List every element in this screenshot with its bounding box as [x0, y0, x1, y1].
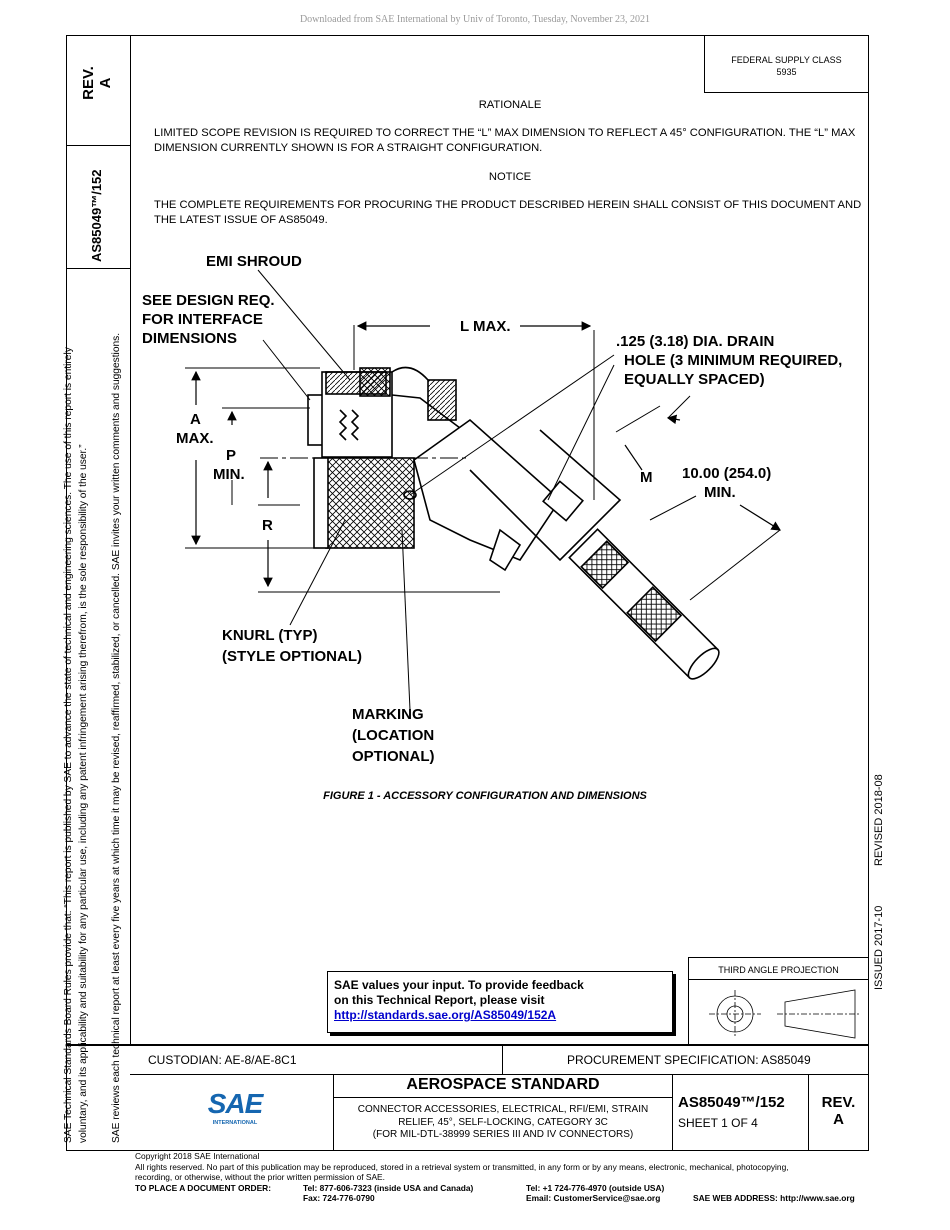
federal-supply-label: FEDERAL SUPPLY CLASS	[731, 55, 842, 65]
label-knurl-2: (STYLE OPTIONAL)	[222, 648, 362, 665]
standard-title: AEROSPACE STANDARD	[406, 1076, 600, 1093]
knurl-band	[325, 457, 415, 549]
label-p: P	[226, 447, 236, 464]
rules-line-2: voluntary, and its applicability and sui…	[77, 444, 89, 1143]
footer-tel-usa: Tel: 877-606-7323 (inside USA and Canada…	[303, 1182, 474, 1193]
label-design-req-3: DIMENSIONS	[142, 330, 237, 347]
footer-order-label: TO PLACE A DOCUMENT ORDER:	[135, 1182, 272, 1193]
standard-desc-1: CONNECTOR ACCESSORIES, ELECTRICAL, RFI/E…	[357, 1104, 649, 1115]
side-rev-value: A	[97, 77, 114, 89]
docno-box-divider	[66, 268, 130, 269]
feedback-line-1: SAE values your input. To provide feedba…	[334, 978, 584, 992]
accessory-drawing: EMI SHROUD SEE DESIGN REQ. FOR INTERFACE…	[142, 253, 842, 765]
title-rev-value: A	[833, 1111, 844, 1128]
title-rev-label: REV.	[821, 1094, 856, 1111]
sae-logo-sub: INTERNATIONAL	[212, 1120, 258, 1126]
sae-logo-text: SAE	[207, 1088, 264, 1119]
feedback-line-2: on this Technical Report, please visit	[334, 993, 545, 1007]
footer-copyright: Copyright 2018 SAE International	[135, 1151, 260, 1161]
notice-heading: NOTICE	[488, 171, 532, 183]
label-knurl-1: KNURL (TYP)	[222, 627, 318, 644]
standard-desc-2: RELIEF, 45°, SELF-LOCKING, CATEGORY 3C	[398, 1116, 608, 1128]
label-length-2: MIN.	[704, 484, 736, 501]
label-marking-2: (LOCATION	[352, 727, 434, 744]
footer-tel-outside: Tel: +1 724-776-4970 (outside USA)	[526, 1182, 665, 1193]
revised-date: REVISED 2018-08	[873, 774, 885, 866]
rationale-text: LIMITED SCOPE REVISION IS REQUIRED TO CO…	[154, 127, 856, 154]
footer-web: SAE WEB ADDRESS: http://www.sae.org	[693, 1192, 855, 1203]
rev-box-divider	[66, 145, 130, 146]
label-length-1: 10.00 (254.0)	[682, 465, 771, 482]
footer-rights-1: All rights reserved. No part of this pub…	[135, 1161, 789, 1172]
sae-logo: SAE INTERNATIONAL	[200, 1088, 270, 1126]
label-r: R	[262, 517, 273, 534]
label-drain-3: EQUALLY SPACED)	[624, 371, 765, 388]
label-design-req-1: SEE DESIGN REQ.	[142, 292, 275, 309]
feedback-box: SAE values your input. To provide feedba…	[327, 971, 673, 1033]
title-rev: REV. A	[808, 1094, 869, 1128]
label-marking-1: MARKING	[352, 706, 424, 723]
standard-desc-3: (FOR MIL-DTL-38999 SERIES III AND IV CON…	[372, 1129, 634, 1140]
label-m: M	[640, 469, 653, 486]
title-block-row-2: SAE INTERNATIONAL AEROSPACE STANDARD CON…	[130, 1074, 869, 1151]
footer-fax: Fax: 724-776-0790	[303, 1192, 375, 1203]
side-doc-number: AS85049™/152	[89, 169, 104, 262]
figure-caption: FIGURE 1 - ACCESSORY CONFIGURATION AND D…	[323, 790, 647, 802]
title-block-row-1: CUSTODIAN: AE-8/AE-8C1 PROCUREMENT SPECI…	[130, 1045, 869, 1075]
feedback-link[interactable]: http://standards.sae.org/AS85049/152A	[334, 1008, 557, 1022]
footer-email: Email: CustomerService@sae.org	[526, 1192, 661, 1203]
label-design-req-2: FOR INTERFACE	[142, 311, 263, 328]
side-rules-text: SAE Technical Standards Board Rules prov…	[62, 347, 91, 1143]
side-review-text: SAE reviews each technical report at lea…	[111, 332, 122, 1143]
procurement-spec: PROCUREMENT SPECIFICATION: AS85049	[567, 1053, 811, 1067]
projection-label: THIRD ANGLE PROJECTION	[718, 965, 839, 975]
notice-text: THE COMPLETE REQUIREMENTS FOR PROCURING …	[154, 199, 862, 226]
standard-title-cell: AEROSPACE STANDARD CONNECTOR ACCESSORIES…	[333, 1076, 673, 1142]
label-drain-1: .125 (3.18) DIA. DRAIN	[616, 333, 774, 350]
label-p-min: MIN.	[213, 466, 245, 483]
download-note: Downloaded from SAE International by Uni…	[299, 14, 651, 25]
footer-rights-2: recording, or otherwise, without the pri…	[135, 1172, 385, 1182]
rules-line-1: SAE Technical Standards Board Rules prov…	[63, 347, 74, 1143]
title-doc-number: AS85049™/152	[678, 1094, 785, 1111]
label-l-max: L MAX.	[460, 318, 511, 335]
projection-box: THIRD ANGLE PROJECTION	[688, 957, 869, 1045]
federal-supply-box: FEDERAL SUPPLY CLASS 5935	[704, 35, 868, 93]
custodian: CUSTODIAN: AE-8/AE-8C1	[148, 1053, 297, 1067]
side-rev-block: REV. A	[80, 48, 114, 118]
rationale-heading: RATIONALE	[478, 99, 542, 111]
label-emi-shroud: EMI SHROUD	[206, 253, 302, 270]
label-a: A	[190, 411, 201, 428]
label-drain-2: HOLE (3 MINIMUM REQUIRED,	[624, 352, 842, 369]
label-marking-3: OPTIONAL)	[352, 748, 435, 765]
right-frame-line	[868, 35, 869, 1045]
footer: Copyright 2018 SAE International All rig…	[135, 1151, 915, 1204]
issued-date: ISSUED 2017-10	[873, 905, 885, 990]
third-angle-symbol	[709, 989, 861, 1039]
sheet-number: SHEET 1 OF 4	[678, 1116, 758, 1130]
label-a-max: MAX.	[176, 430, 214, 447]
side-rev-label: REV.	[80, 66, 97, 100]
left-column-divider	[130, 35, 131, 1045]
federal-supply-value: 5935	[776, 67, 797, 77]
